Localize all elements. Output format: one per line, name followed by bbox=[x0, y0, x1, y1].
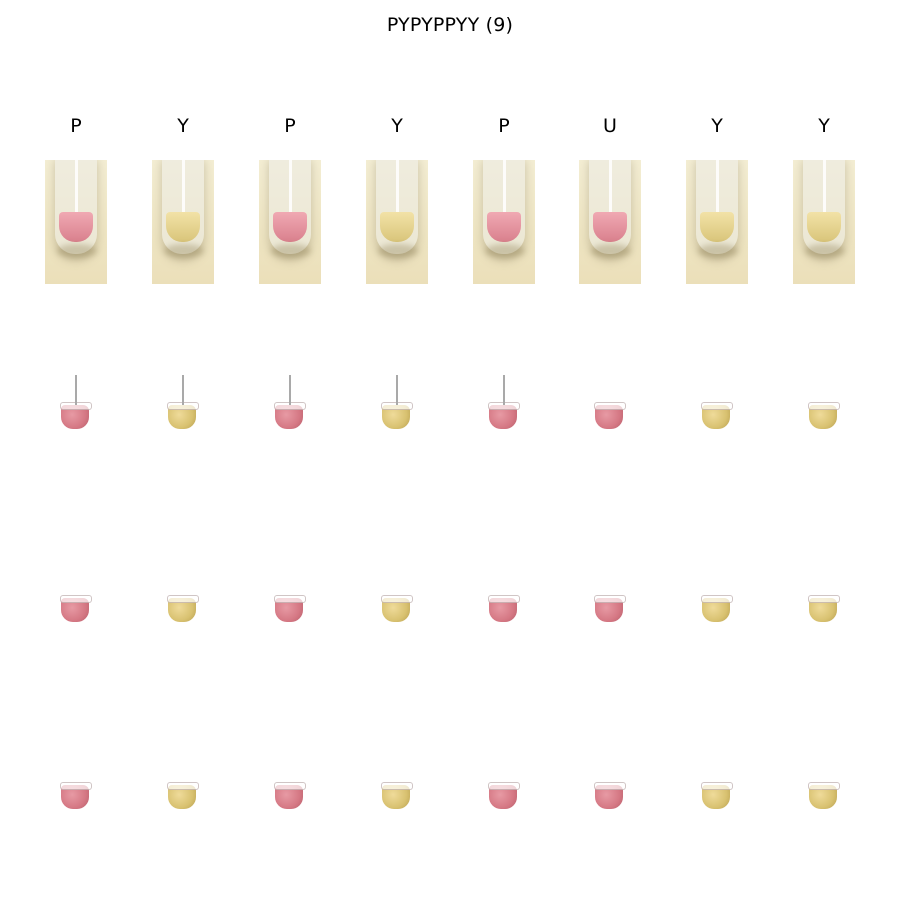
segmentation-mask bbox=[488, 375, 520, 429]
segmentation-mask bbox=[808, 782, 840, 809]
figure-title: PYPYPPYY (9) bbox=[386, 14, 514, 36]
sample-photo bbox=[473, 160, 535, 284]
segmentation-mask bbox=[381, 782, 413, 809]
sample-column: Y bbox=[662, 0, 772, 900]
sample-photo bbox=[793, 160, 855, 284]
sample-photo bbox=[686, 160, 748, 284]
segmentation-mask bbox=[594, 402, 626, 429]
segmentation-mask bbox=[274, 375, 306, 429]
sample-photo bbox=[579, 160, 641, 284]
sample-label: P bbox=[498, 115, 510, 137]
sample-label: Y bbox=[177, 115, 189, 137]
sample-column: P bbox=[21, 0, 131, 900]
segmentation-mask bbox=[60, 595, 92, 622]
sample-label: Y bbox=[391, 115, 403, 137]
sample-label: U bbox=[603, 115, 617, 137]
sample-label: Y bbox=[818, 115, 830, 137]
segmentation-mask bbox=[167, 595, 199, 622]
segmentation-mask bbox=[488, 782, 520, 809]
sample-label: Y bbox=[711, 115, 723, 137]
sample-column: Y bbox=[769, 0, 879, 900]
segmentation-mask bbox=[167, 782, 199, 809]
segmentation-mask bbox=[701, 595, 733, 622]
sample-column: Y bbox=[128, 0, 238, 900]
sample-photo bbox=[45, 160, 107, 284]
sample-label: P bbox=[284, 115, 296, 137]
segmentation-mask bbox=[594, 782, 626, 809]
segmentation-mask bbox=[381, 375, 413, 429]
sample-column: U bbox=[555, 0, 665, 900]
sample-column: P bbox=[235, 0, 345, 900]
segmentation-mask bbox=[808, 595, 840, 622]
segmentation-mask bbox=[60, 375, 92, 429]
sample-photo bbox=[152, 160, 214, 284]
segmentation-mask bbox=[701, 782, 733, 809]
sample-column: Y bbox=[342, 0, 452, 900]
sample-photo bbox=[259, 160, 321, 284]
segmentation-mask bbox=[60, 782, 92, 809]
segmentation-mask bbox=[167, 375, 199, 429]
sample-column: P bbox=[449, 0, 559, 900]
sample-photo bbox=[366, 160, 428, 284]
segmentation-mask bbox=[701, 402, 733, 429]
segmentation-mask bbox=[488, 595, 520, 622]
segmentation-mask bbox=[274, 782, 306, 809]
sample-label: P bbox=[70, 115, 82, 137]
segmentation-mask bbox=[381, 595, 413, 622]
segmentation-mask bbox=[808, 402, 840, 429]
segmentation-mask bbox=[274, 595, 306, 622]
segmentation-mask bbox=[594, 595, 626, 622]
